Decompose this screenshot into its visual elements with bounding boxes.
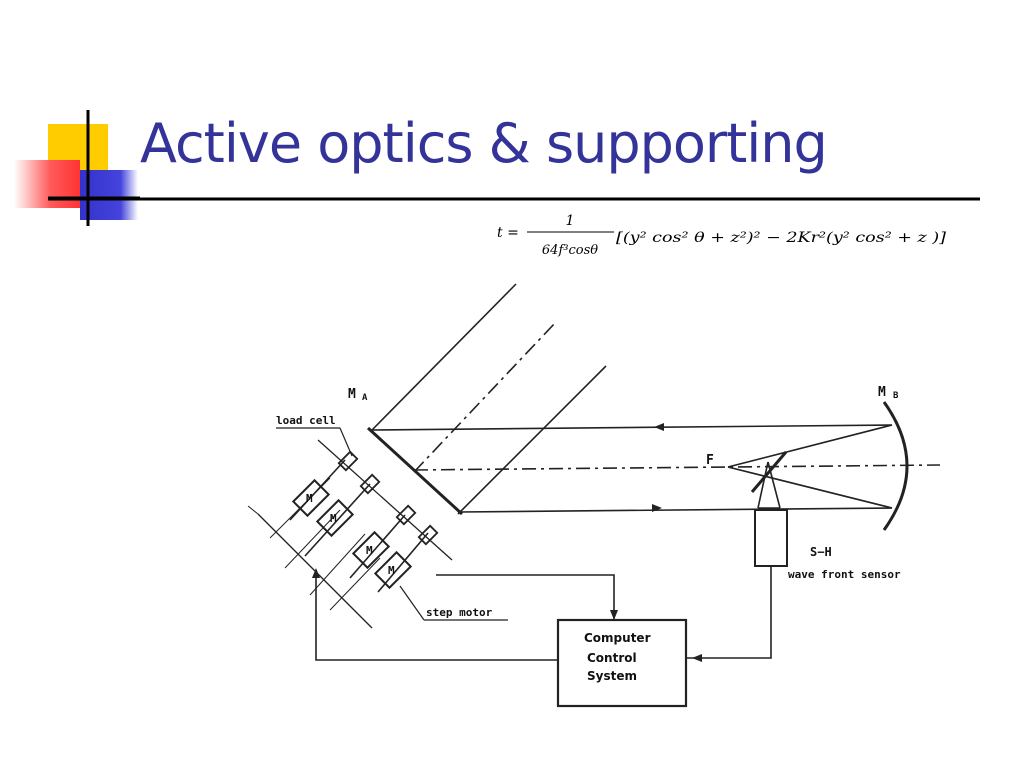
mirror-b-label: M (878, 385, 886, 400)
blue-square (80, 170, 138, 220)
computer-to-actuator-line (315, 574, 558, 661)
arrowheads (312, 423, 702, 662)
motor-mark-2: M (330, 512, 337, 525)
sensor-name-label: wave front sensor (788, 568, 901, 581)
focus-label: F (706, 453, 714, 468)
decorative-logo (14, 110, 140, 226)
sensor-to-computer-line (686, 566, 772, 659)
mirror-a-label: M (348, 387, 356, 402)
mirror-b (882, 401, 909, 531)
formula-lhs: t = (497, 225, 519, 241)
beam-splitter (750, 451, 788, 493)
load-cells (337, 450, 439, 546)
motor-mark-1: M (306, 492, 313, 505)
step-motors (291, 478, 413, 590)
formula-denominator: 64f³cosθ (542, 243, 598, 258)
computer-label-line3: System (587, 669, 637, 683)
sensor-code-label: S−H (810, 545, 832, 559)
computer-label-line1: Computer (584, 631, 651, 645)
motor-mark-4: M (388, 564, 395, 577)
beam-center-dashdot (413, 321, 557, 473)
beam-top-horizontal (371, 424, 893, 431)
diagram-labels: M A M B F load cell step motor M M M M S… (276, 385, 901, 683)
wavefront-sensor (754, 509, 788, 567)
formula-numerator: 1 (566, 213, 575, 229)
optical-system (247, 283, 941, 708)
beam-axis-dashdot (413, 464, 941, 471)
mirror-b-subscript: B (893, 391, 899, 401)
mirror-a (366, 426, 464, 516)
beam-lower (457, 365, 607, 515)
beam-upper (371, 283, 517, 431)
red-square (14, 160, 80, 208)
slide-title: Active optics & supporting (140, 112, 828, 175)
mirror-to-computer-line (436, 574, 615, 620)
formula-body: [(y² cos² θ + z²)² − 2Kr²(y² cos² + z )] (616, 230, 947, 246)
step-motor-label: step motor (426, 606, 493, 619)
computer-label-line2: Control (587, 651, 637, 665)
beam-bottom-horizontal (457, 507, 893, 513)
motor-mark-3: M (366, 544, 373, 557)
mirror-a-subscript: A (362, 393, 368, 403)
computer-control-box (556, 618, 688, 708)
load-cell-label: load cell (276, 414, 336, 427)
formula: t = 1 64f³cosθ [(y² cos² θ + z²)² − 2Kr²… (497, 213, 947, 258)
